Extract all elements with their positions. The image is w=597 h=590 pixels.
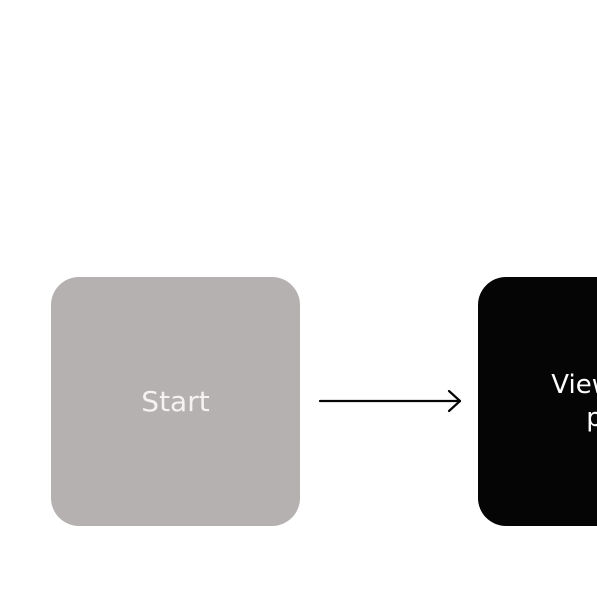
start-node-label: Start [141, 384, 210, 418]
start-node: Start [51, 277, 300, 526]
connector-arrow [318, 389, 462, 413]
view-page-node: View ga pa [478, 277, 597, 526]
arrowhead-icon [447, 389, 462, 413]
view-page-node-label: View ga pa [551, 369, 597, 433]
